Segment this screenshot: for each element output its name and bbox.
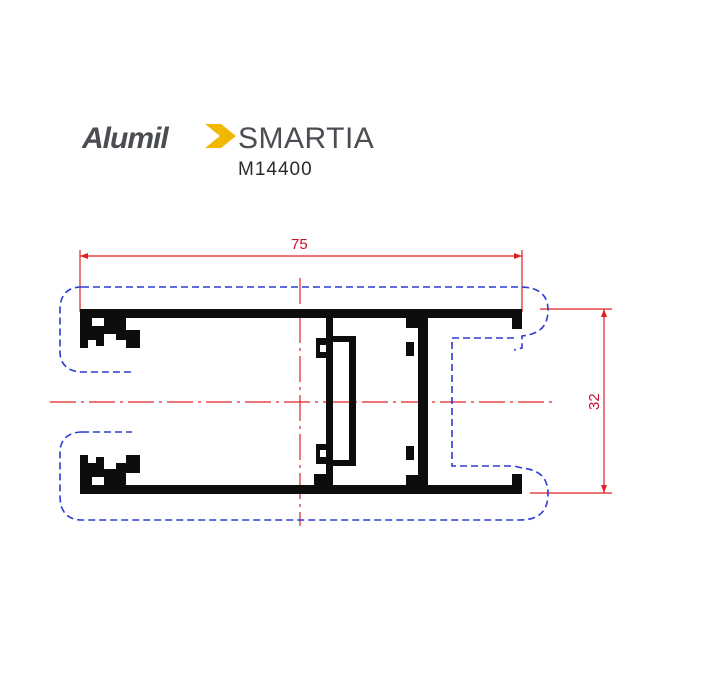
aluminium-profile [80,309,522,494]
dimension-lines [50,250,612,526]
alumil-logo: Alumil SMARTIA [81,122,374,155]
product-name: SMARTIA [238,122,374,155]
profile-code: M14400 [238,159,313,180]
width-dimension-label: 75 [291,236,308,253]
height-dimension-label: 32 [586,393,603,410]
chevron-icon [205,124,236,148]
brand-name: Alumil [81,122,169,155]
gasket-outlines [59,286,549,521]
